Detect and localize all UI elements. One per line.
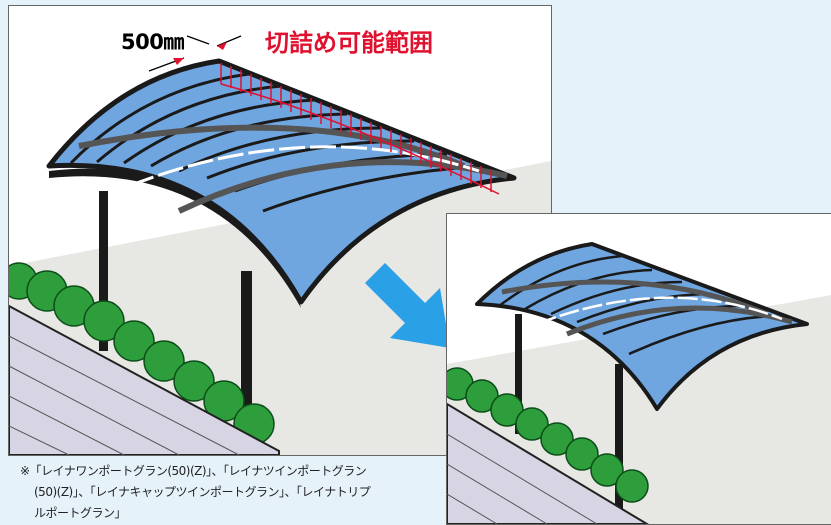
- hedge: [447, 367, 649, 503]
- dimension-arrow-head-left: [173, 58, 184, 65]
- roof-highlight-line: [128, 145, 480, 188]
- roof-panel: [46, 58, 517, 305]
- roof-purlins: [501, 279, 793, 337]
- roof-highlight-line: [536, 296, 783, 326]
- footnote-line-3: ルポートグラン」: [34, 506, 127, 520]
- dimension-label: 500㎜: [121, 30, 184, 54]
- rear-post: [99, 191, 108, 351]
- cut-range-label: 切詰め可能範囲: [265, 29, 433, 57]
- carport-full-illustration: [9, 35, 551, 455]
- rear-post: [515, 314, 522, 434]
- wall-block-lines: [9, 335, 240, 455]
- front-post: [615, 364, 623, 514]
- footnote-line-1: ※「レイナワンポートグラン(50)(Z)」、「レイナツインポートグラン: [20, 464, 367, 478]
- arrow-down-right-icon: [365, 263, 450, 348]
- after-illustration-panel: [446, 213, 831, 525]
- footnote-line-2: (50)(Z)」、「レイナキャップツインポートグラン」、「レイナトリプ: [34, 485, 371, 499]
- hedge: [9, 262, 275, 445]
- cut-range-marks: [220, 63, 500, 195]
- front-post: [241, 271, 252, 441]
- carport-cut-illustration: [447, 242, 831, 524]
- dimension-arrow-head-right: [217, 42, 227, 50]
- block-wall: [9, 304, 280, 455]
